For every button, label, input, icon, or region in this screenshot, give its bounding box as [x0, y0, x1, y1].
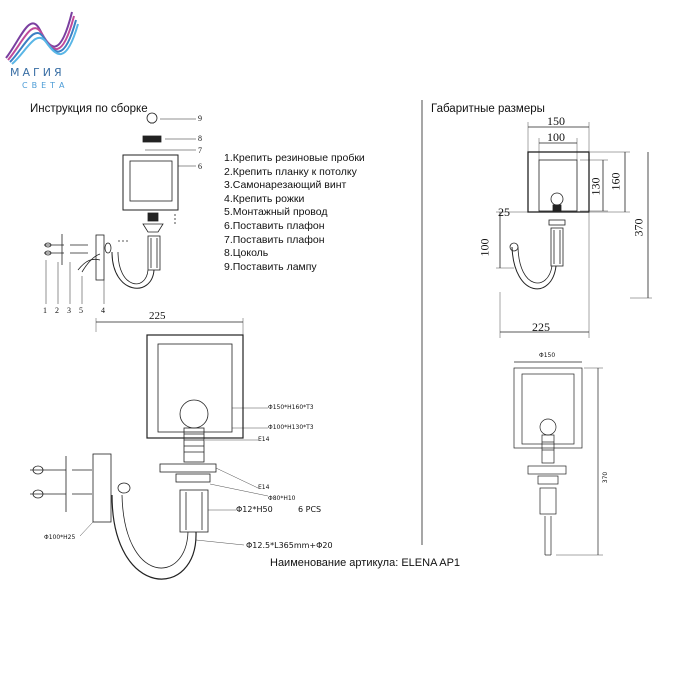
dim-shade-inner-height: 130: [588, 177, 603, 196]
dim-bottom-width: 225: [532, 320, 550, 334]
label-socket-1: E14: [258, 436, 270, 443]
detail-width: 225: [149, 310, 166, 322]
assembly-diagram: [44, 112, 196, 304]
label-tube: Φ12*H50: [236, 505, 273, 514]
label-plate: Φ100*H25: [44, 534, 76, 541]
step-1: 1.Крепить резиновые пробки: [224, 152, 365, 164]
label-socket-2: E14: [258, 484, 270, 491]
part-number-8: 8: [198, 134, 202, 143]
dim-width-outer: 150: [547, 114, 565, 128]
assembly-title: Инструкция по сборке: [30, 103, 148, 115]
part-number-2: 2: [55, 306, 59, 315]
label-qty: 6 PCS: [298, 505, 322, 514]
part-number-6: 6: [198, 162, 202, 171]
part-number-9: 9: [198, 114, 202, 123]
label-cup: Φ80*H10: [268, 495, 296, 502]
brand-sub: СВЕТА: [22, 81, 69, 90]
dimensions-title: Габаритные размеры: [431, 103, 545, 115]
assembly-steps: 1.Крепить резиновые пробки 2.Крепить пла…: [224, 152, 365, 274]
label-shade-inner: Φ100*H130*T3: [268, 424, 314, 431]
dim-base-height: 100: [477, 238, 492, 257]
part-number-4: 4: [101, 306, 105, 315]
step-2: 2.Крепить планку к потолку: [224, 165, 357, 178]
article-name: Наименование артикула: ELENA AP1: [270, 557, 461, 569]
brand-name: МАГИЯ: [10, 66, 65, 79]
brand-logo-icon: [5, 11, 79, 65]
dim-total-height: 370: [631, 218, 646, 237]
small-view-width: Φ150: [539, 352, 556, 359]
detail-diagram: [30, 318, 269, 580]
step-6: 6.Поставить плафон: [224, 219, 325, 232]
step-7: 7.Поставить плафон: [224, 233, 325, 246]
label-arm: Φ12.5*L365mm+Φ20: [246, 541, 333, 550]
step-3: 3.Самонарезающий винт: [224, 179, 347, 192]
dim-width-inner: 100: [547, 130, 565, 144]
step-4: 4.Крепить рожки: [224, 192, 305, 205]
dim-shade-outer-height: 160: [608, 172, 623, 191]
small-view-diagram: [513, 361, 603, 556]
step-8: 8.Цоколь: [224, 247, 269, 260]
part-number-7: 7: [198, 146, 202, 155]
dim-offset-top: 25: [498, 205, 510, 219]
step-9: 9.Поставить лампу: [224, 260, 317, 273]
dimension-diagram: [496, 122, 652, 338]
part-number-3: 3: [67, 306, 71, 315]
label-shade-outer: Φ150*H160*T3: [268, 404, 314, 411]
part-number-1: 1: [43, 306, 47, 315]
step-5: 5.Монтажный провод: [224, 206, 328, 219]
part-number-5: 5: [79, 306, 83, 315]
small-view-height: 370: [602, 471, 610, 484]
